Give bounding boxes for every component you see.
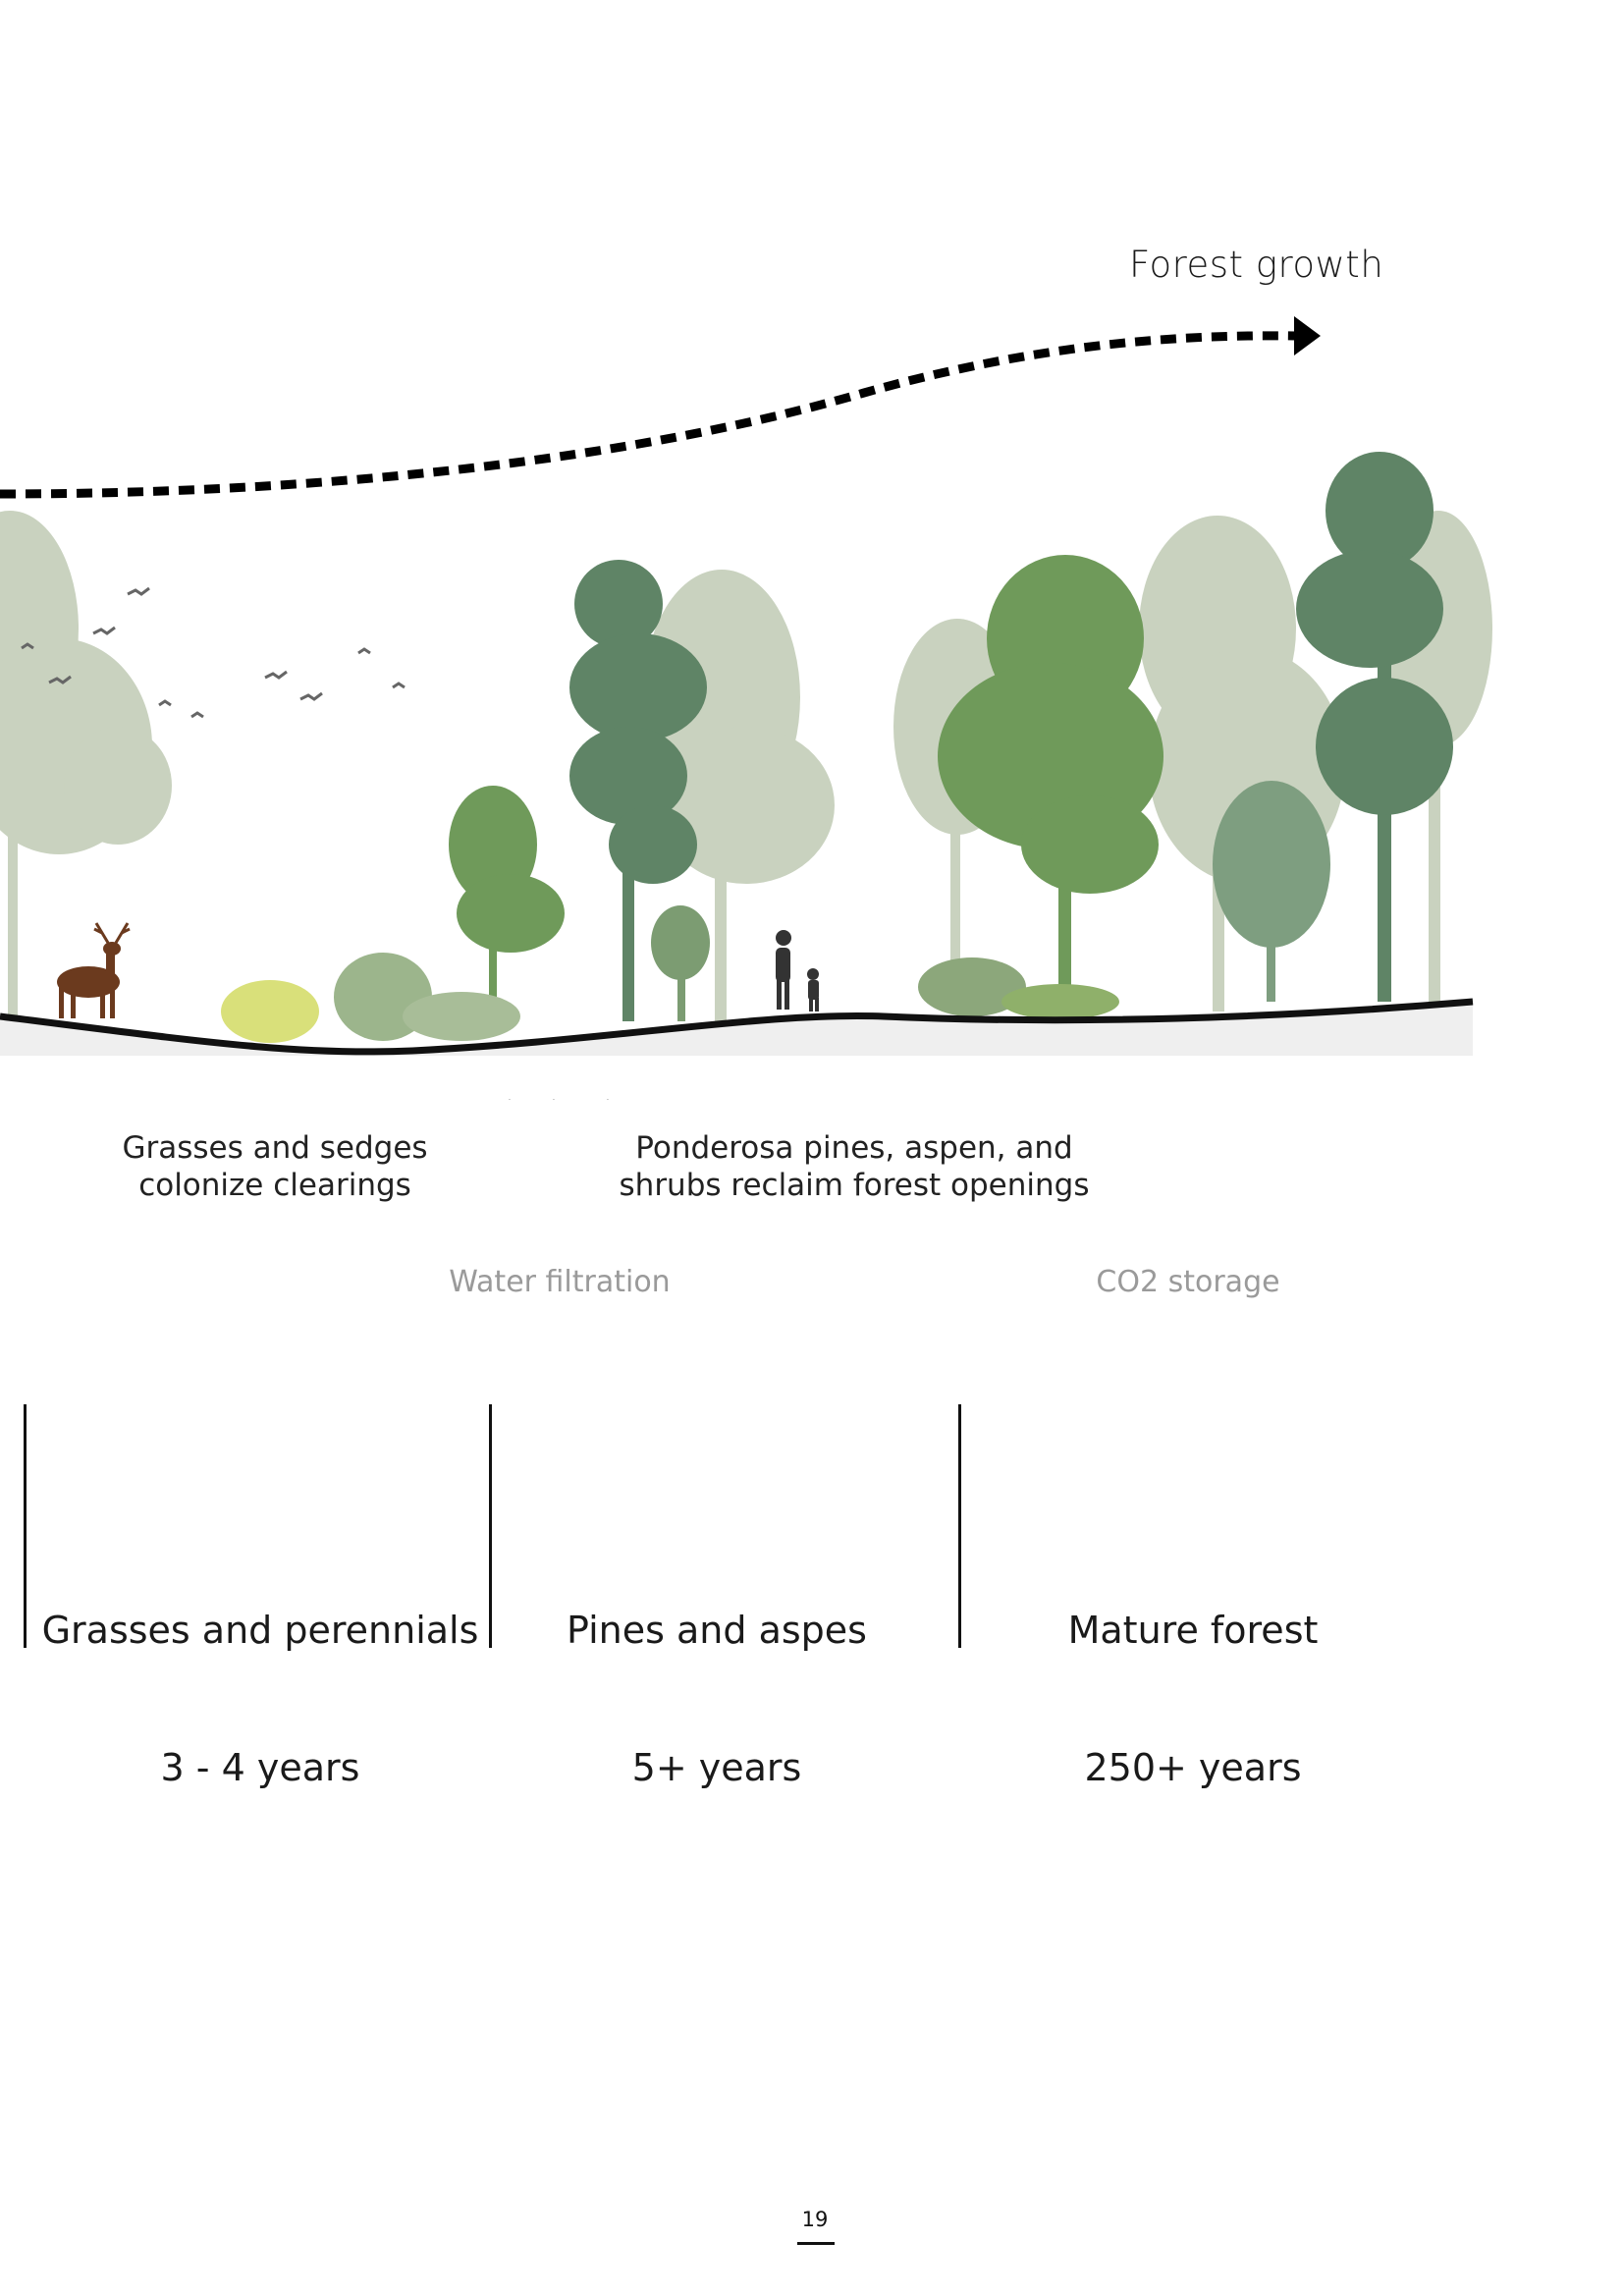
water-filtration-label: Water filtration xyxy=(412,1265,707,1299)
forest-growth-arrow xyxy=(0,336,1296,494)
caption-grasses: Grasses and sedges colonize clearings xyxy=(98,1129,452,1204)
stage-divider xyxy=(24,1404,27,1648)
caption-pines-line-2: shrubs reclaim forest openings xyxy=(619,1167,1090,1204)
caption-grasses-line-1: Grasses and sedges xyxy=(98,1129,452,1167)
ground-soil xyxy=(0,1002,1473,1056)
stage-label-grasses: Grasses and perennials xyxy=(39,1609,481,1652)
caption-pines: Ponderosa pines, aspen, and shrubs recla… xyxy=(619,1129,1090,1204)
page-number-underline xyxy=(797,2242,835,2245)
caption-pines-line-1: Ponderosa pines, aspen, and xyxy=(619,1129,1090,1167)
stage-divider xyxy=(958,1404,961,1648)
stage-duration-pines: 5+ years xyxy=(506,1746,928,1789)
deer-silhouette xyxy=(57,923,130,1018)
stage-duration-mature: 250+ years xyxy=(977,1746,1409,1789)
stage-divider xyxy=(489,1404,492,1648)
stage-label-mature: Mature forest xyxy=(977,1609,1409,1652)
forest-illustration xyxy=(0,0,1623,1100)
stage-duration-grasses: 3 - 4 years xyxy=(39,1746,481,1789)
forest-growth-arrowhead xyxy=(1294,316,1321,355)
caption-grasses-line-2: colonize clearings xyxy=(98,1167,452,1204)
forest-growth-label: Forest growth xyxy=(1129,244,1424,286)
page-number: 19 xyxy=(776,2208,854,2231)
stage-label-pines: Pines and aspes xyxy=(506,1609,928,1652)
co2-storage-label: CO2 storage xyxy=(1041,1265,1335,1299)
people-silhouette xyxy=(776,930,819,1011)
